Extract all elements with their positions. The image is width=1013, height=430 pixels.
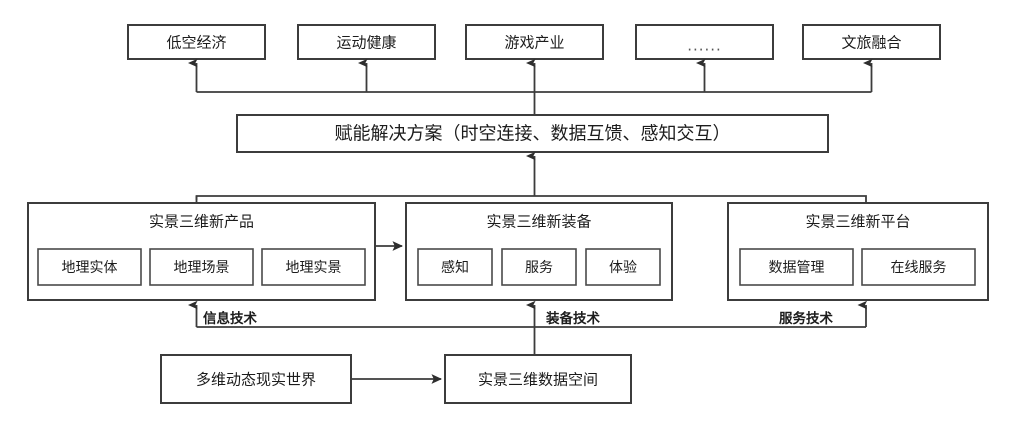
- application-label: 低空经济: [166, 34, 226, 52]
- application-box-culture-tourism-integration[interactable]: 文旅融合: [802, 24, 941, 60]
- capability-item[interactable]: 地理场景: [149, 248, 254, 286]
- foundation-label: 多维动态现实世界: [196, 371, 316, 389]
- capability-item-label: 体验: [609, 260, 637, 276]
- technology-feed-bus: [188, 300, 868, 355]
- technology-label-equipment: 装备技术: [545, 310, 600, 327]
- capability-item[interactable]: 在线服务: [861, 248, 976, 286]
- capability-group-new-products[interactable]: 实景三维新产品 地理实体 地理场景 地理实景: [27, 202, 376, 301]
- capability-group-title: 实景三维新装备: [486, 213, 591, 231]
- capability-group-new-platform[interactable]: 实景三维新平台 数据管理 在线服务: [727, 202, 989, 301]
- application-label-ellipsis: ......: [687, 37, 722, 55]
- capability-item-label: 服务: [525, 260, 553, 276]
- capability-group-title: 实景三维新平台: [805, 213, 910, 231]
- capability-item[interactable]: 感知: [417, 248, 493, 286]
- capability-item[interactable]: 服务: [501, 248, 577, 286]
- capability-item[interactable]: 地理实体: [37, 248, 142, 286]
- application-box-sports-health[interactable]: 运动健康: [297, 24, 436, 60]
- capability-aggregation-bus: [195, 151, 867, 203]
- capability-item-label: 地理实体: [62, 260, 118, 276]
- technology-label-information: 信息技术: [203, 310, 257, 327]
- application-box-game-industry[interactable]: 游戏产业: [465, 24, 604, 60]
- capability-item[interactable]: 数据管理: [739, 248, 854, 286]
- capability-item[interactable]: 地理实景: [261, 248, 366, 286]
- foundation-box-real-world[interactable]: 多维动态现实世界: [160, 354, 352, 404]
- capability-group-new-equipment[interactable]: 实景三维新装备 感知 服务 体验: [405, 202, 673, 301]
- application-box-low-altitude-economy[interactable]: 低空经济: [127, 24, 266, 60]
- foundation-box-data-space[interactable]: 实景三维数据空间: [444, 354, 632, 404]
- solution-bar-label: 赋能解决方案（时空连接、数据互馈、感知交互）: [335, 124, 731, 145]
- capability-item[interactable]: 体验: [585, 248, 661, 286]
- capability-item-label: 数据管理: [769, 260, 825, 276]
- application-box-ellipsis[interactable]: ......: [635, 24, 774, 60]
- application-distribution-bus: [188, 58, 873, 115]
- capability-item-label: 在线服务: [891, 260, 947, 276]
- technology-label-service: 服务技术: [779, 310, 833, 327]
- capability-group-title: 实景三维新产品: [149, 213, 254, 231]
- solution-bar[interactable]: 赋能解决方案（时空连接、数据互馈、感知交互）: [236, 114, 829, 153]
- capability-item-label: 地理实景: [286, 260, 342, 276]
- foundation-label: 实景三维数据空间: [478, 371, 598, 389]
- application-label: 运动健康: [336, 34, 396, 52]
- capability-item-label: 地理场景: [174, 260, 230, 276]
- capability-item-label: 感知: [441, 259, 469, 276]
- application-label: 文旅融合: [841, 34, 901, 52]
- application-label: 游戏产业: [504, 34, 564, 52]
